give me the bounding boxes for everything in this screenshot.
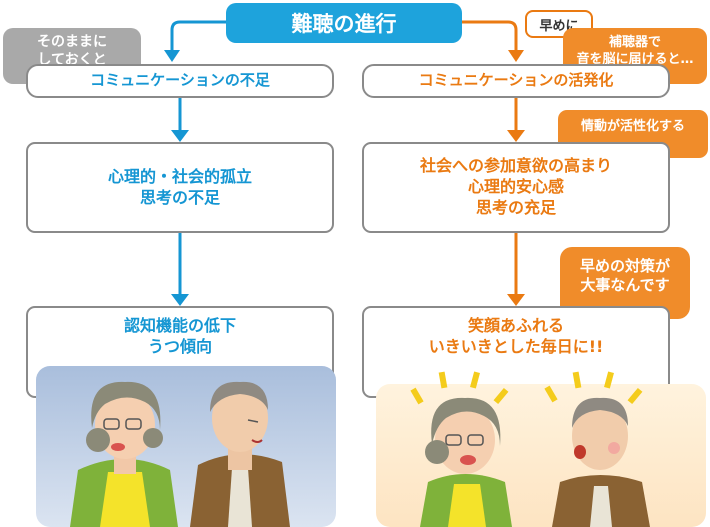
sparkle-marks xyxy=(410,371,643,405)
right-step3-line-2: いきいきとした毎日に!! xyxy=(428,336,604,356)
right-step2-line-3: 思考の充足 xyxy=(475,197,556,217)
left-step1-text: コミュニケーションの不足 xyxy=(90,71,270,90)
arrow-title-to-left xyxy=(170,20,226,52)
emotion-note-text: 情動が活性化する xyxy=(580,118,685,134)
left-step2-line-1: 心理的・社会的孤立 xyxy=(107,166,252,186)
page-title: 難聴の進行 xyxy=(291,12,397,36)
left-step2-line-2: 思考の不足 xyxy=(139,187,220,207)
left-step3-line-2: うつ傾向 xyxy=(147,336,212,356)
happy-man-figure xyxy=(552,397,650,527)
sad-woman-figure xyxy=(70,381,178,527)
left-step2-box: 心理的・社会的孤立 思考の不足 xyxy=(26,142,334,233)
left-step3-line-1: 認知機能の低下 xyxy=(123,316,236,335)
right-step2-box: 社会への参加意欲の高まり 心理的安心感 思考の充足 xyxy=(362,142,670,233)
left-step1-box: コミュニケーションの不足 xyxy=(26,64,334,98)
arrow-title-to-right xyxy=(462,20,518,52)
sad-man-figure xyxy=(190,381,290,527)
advice-line-1: 早めの対策が xyxy=(579,256,670,275)
left-note-line-1: そのままに xyxy=(37,33,107,50)
right-step1-text: コミュニケーションの活発化 xyxy=(418,71,614,90)
right-step2-line-2: 心理的安心感 xyxy=(467,177,564,197)
title-pill: 難聴の進行 xyxy=(226,3,462,43)
right-step1-box: コミュニケーションの活発化 xyxy=(362,64,670,98)
hearing-aid-line-2: 音を脳に届けると… xyxy=(576,52,694,67)
advice-line-2: 大事なんです xyxy=(580,276,670,294)
happy-woman-figure xyxy=(420,397,512,527)
hearing-aid-line-1: 補聴器で xyxy=(608,35,661,51)
right-step3-line-1: 笑顔あふれる xyxy=(467,316,564,335)
right-step2-line-1: 社会への参加意欲の高まり xyxy=(419,156,612,176)
